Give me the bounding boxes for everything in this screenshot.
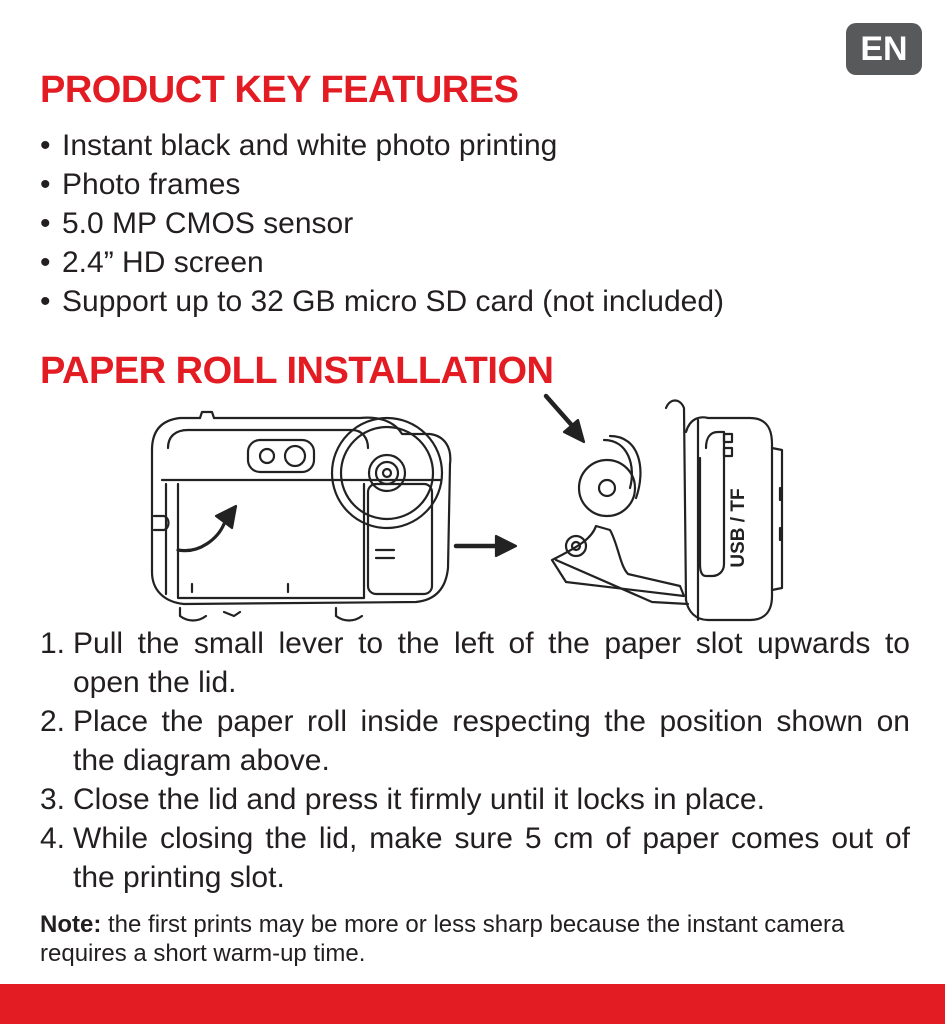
features-heading: PRODUCT KEY FEATURES bbox=[40, 69, 519, 111]
camera-side-illustration bbox=[550, 399, 784, 622]
installation-diagram: USB / TF bbox=[150, 393, 784, 622]
bullet-icon: • bbox=[40, 168, 51, 201]
footer-bar bbox=[0, 984, 945, 1024]
installation-steps: 1.Pull the small lever to the left of th… bbox=[40, 624, 910, 897]
step-text: Pull the small lever to the left of the … bbox=[73, 627, 910, 699]
feature-item: • Support up to 32 GB micro SD card (not … bbox=[40, 282, 724, 321]
feature-item: • 2.4” HD screen bbox=[40, 243, 724, 282]
language-badge: EN bbox=[846, 23, 922, 75]
feature-text: Support up to 32 GB micro SD card (not i… bbox=[62, 285, 724, 318]
step-item: 1.Pull the small lever to the left of th… bbox=[40, 624, 910, 702]
step-number: 3. bbox=[40, 783, 66, 816]
feature-text: 2.4” HD screen bbox=[62, 246, 264, 279]
note: Note: the first prints may be more or le… bbox=[40, 910, 908, 968]
paper-roll-icon bbox=[577, 434, 642, 518]
arrow-right-icon bbox=[453, 534, 518, 558]
step-text: Close the lid and press it firmly until … bbox=[73, 783, 765, 816]
usb-tf-label: USB / TF bbox=[728, 488, 749, 567]
bullet-icon: • bbox=[40, 207, 51, 240]
feature-text: Photo frames bbox=[62, 168, 241, 201]
feature-text: Instant black and white photo printing bbox=[62, 129, 558, 162]
feature-item: • Instant black and white photo printing bbox=[40, 126, 724, 165]
arrow-down-icon bbox=[543, 393, 586, 444]
feature-item: • Photo frames bbox=[40, 165, 724, 204]
bullet-icon: • bbox=[40, 285, 51, 318]
feature-item: • 5.0 MP CMOS sensor bbox=[40, 204, 724, 243]
feature-text: 5.0 MP CMOS sensor bbox=[62, 207, 354, 240]
bullet-icon: • bbox=[40, 129, 51, 162]
step-number: 4. bbox=[40, 822, 66, 855]
installation-heading: PAPER ROLL INSTALLATION bbox=[40, 350, 554, 392]
step-item: 2.Place the paper roll inside respecting… bbox=[40, 702, 910, 780]
step-item: 3.Close the lid and press it firmly unti… bbox=[40, 780, 910, 819]
features-list: •Instant black and white photo printing … bbox=[40, 126, 724, 321]
step-text: While closing the lid, make sure 5 cm of… bbox=[73, 822, 910, 894]
step-text: Place the paper roll inside respecting t… bbox=[73, 705, 910, 777]
note-label: Note: bbox=[40, 911, 102, 938]
step-number: 1. bbox=[40, 627, 66, 660]
bullet-icon: • bbox=[40, 246, 51, 279]
camera-back-illustration bbox=[150, 410, 452, 622]
step-number: 2. bbox=[40, 705, 66, 738]
step-item: 4.While closing the lid, make sure 5 cm … bbox=[40, 819, 910, 897]
note-text: the first prints may be more or less sha… bbox=[40, 911, 845, 967]
